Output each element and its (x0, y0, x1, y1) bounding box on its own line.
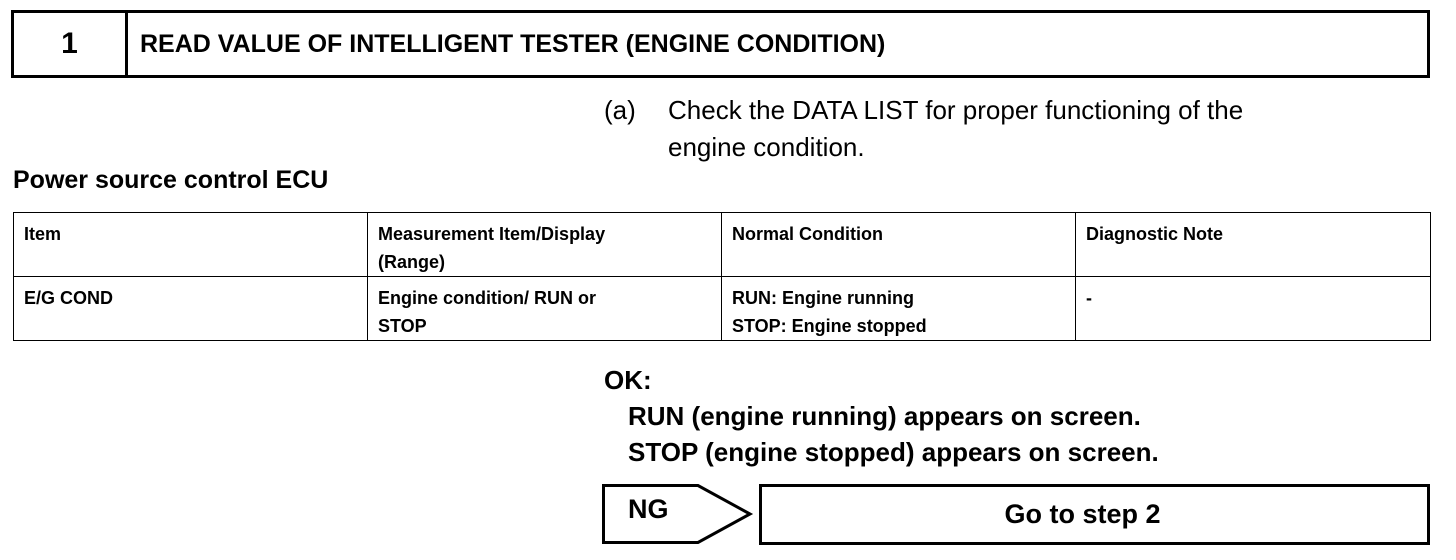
cell-item: E/G COND (13, 276, 368, 341)
cell-measurement: Engine condition/ RUN or STOP (367, 276, 722, 341)
table-header-row: Item Measurement Item/Display (Range) No… (13, 212, 1431, 277)
step-header: 1 READ VALUE OF INTELLIGENT TESTER (ENGI… (11, 10, 1430, 78)
goto-step-box: Go to step 2 (759, 484, 1430, 545)
goto-step-label: Go to step 2 (1004, 499, 1161, 529)
header-measurement: Measurement Item/Display (Range) (367, 212, 722, 277)
cell-normal-line-2: STOP: Engine stopped (732, 316, 927, 336)
ok-line-1: RUN (engine running) appears on screen. (628, 401, 1141, 431)
cell-measurement-line-2: STOP (378, 316, 427, 336)
ok-block: OK: RUN (engine running) appears on scre… (604, 362, 1159, 470)
header-diagnostic-note: Diagnostic Note (1075, 212, 1431, 277)
step-title: READ VALUE OF INTELLIGENT TESTER (ENGINE… (140, 29, 886, 58)
header-measurement-line-1: Measurement Item/Display (378, 224, 606, 244)
ng-arrow-icon (602, 484, 754, 544)
ok-line-2: STOP (engine stopped) appears on screen. (628, 437, 1159, 467)
ok-label: OK: (604, 365, 652, 395)
header-item: Item (13, 212, 368, 277)
cell-normal-line-1: RUN: Engine running (732, 288, 914, 308)
instruction-line-1: Check the DATA LIST for proper functioni… (668, 95, 1244, 125)
section-heading: Power source control ECU (13, 166, 329, 194)
step-number: 1 (14, 13, 128, 75)
ng-label: NG (628, 494, 669, 524)
instruction-marker: (a) (604, 95, 636, 125)
instruction-line-2: engine condition. (668, 132, 865, 162)
header-measurement-line-2: (Range) (378, 252, 445, 272)
instruction: (a) Check the DATA LIST for proper funct… (604, 92, 1404, 166)
header-normal-condition: Normal Condition (721, 212, 1076, 277)
cell-measurement-line-1: Engine condition/ RUN or (378, 288, 596, 308)
cell-normal-condition: RUN: Engine running STOP: Engine stopped (721, 276, 1076, 341)
cell-diagnostic-note: - (1075, 276, 1431, 341)
data-list-table: Item Measurement Item/Display (Range) No… (13, 212, 1431, 341)
table-row: E/G COND Engine condition/ RUN or STOP R… (13, 276, 1431, 341)
